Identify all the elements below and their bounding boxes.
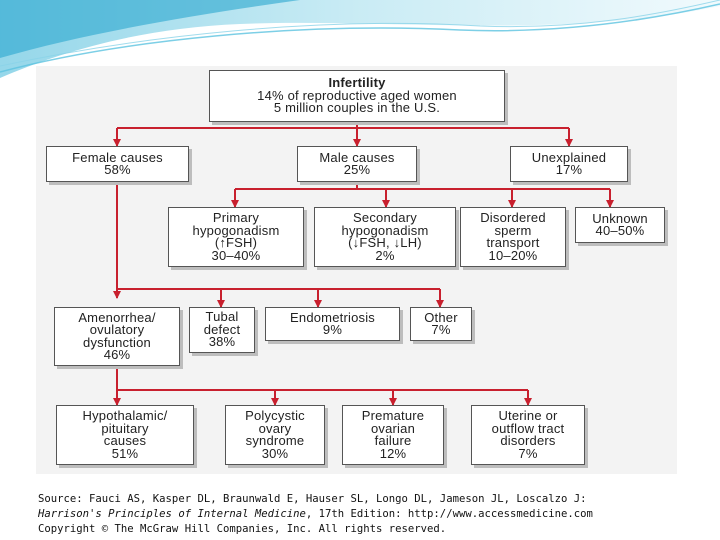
node-line: Premature [361,408,425,423]
node-line: Secondary [353,210,417,225]
node-line: pituitary [101,420,149,436]
node-amenorrhea-ovulatory: Amenorrhea/ ovulatory dysfunction 46% [54,307,180,366]
node-line: Primary [212,210,260,225]
node-tubal-defect: Tubal defect 38% [189,307,255,353]
node-line: transport [486,235,540,250]
node-line: 25% [343,162,371,177]
node-line: Amenorrhea/ [78,309,156,325]
node-line: 46% [103,347,131,362]
node-line: outflow tract [491,420,565,436]
node-line: 30–40% [211,247,261,263]
node-line: 51% [111,445,139,461]
node-primary-hypogonadism: Primary hypogonadism (↑FSH) 30–40% [168,207,304,267]
source-line-2: Harrison's Principles of Internal Medici… [38,507,718,522]
node-line: Unexplained [531,149,607,165]
node-line: 12% [379,445,407,461]
node-line: Endometriosis [290,309,375,325]
node-line: Disordered [480,210,546,225]
node-line: hypogonadism [192,222,280,238]
node-line: 2% [375,247,395,263]
node-line: 58% [104,162,131,177]
node-line: failure [374,433,412,448]
node-infertility: Infertility 14% of reproductive aged wom… [209,70,505,122]
node-other: Other 7% [410,307,472,341]
node-male-causes: Male causes 25% [297,146,417,182]
source-edition-url: , 17th Edition: http://www.accessmedicin… [305,508,593,520]
node-line: Male causes [319,149,395,165]
source-line-1: Source: Fauci AS, Kasper DL, Braunwald E… [38,493,587,505]
node-line: ovary [258,420,292,436]
node-line: ovulatory [89,322,145,337]
node-uterine-outflow: Uterine or outflow tract disorders 7% [471,405,585,465]
source-book-title: Harrison's Principles of Internal Medici… [38,508,306,520]
node-endometriosis: Endometriosis 9% [265,307,400,341]
node-line: dysfunction [83,334,151,350]
node-line: 14% of reproductive aged women [257,87,457,103]
node-female-causes: Female causes 58% [46,146,189,182]
node-line: Uterine or [498,408,558,423]
node-line: ovarian [370,420,416,436]
node-line: Tubal [205,309,239,325]
node-line: Female causes [72,149,163,165]
node-line: Hypothalamic/ [82,408,168,423]
node-hypothalamic-pituitary: Hypothalamic/ pituitary causes 51% [56,405,194,465]
node-line: causes [103,433,147,448]
node-line: sperm [494,222,532,238]
node-line: 40–50% [595,223,645,238]
node-line: (↑FSH) [214,235,258,250]
node-line: Polycystic [245,408,305,423]
node-line: Other [424,309,458,325]
node-premature-ovarian-failure: Premature ovarian failure 12% [342,405,444,465]
node-title: Infertility [328,75,386,91]
node-line: hypogonadism [341,222,429,238]
node-line: Unknown [592,210,648,226]
node-unexplained: Unexplained 17% [510,146,628,182]
copyright-line: Copyright © The McGraw Hill Companies, I… [38,523,447,535]
node-line: 7% [518,445,538,461]
node-disordered-sperm-transport: Disordered sperm transport 10–20% [460,207,566,267]
node-line: 30% [261,445,289,461]
node-secondary-hypogonadism: Secondary hypogonadism (↓FSH, ↓LH) 2% [314,207,456,267]
node-line: 38% [208,334,236,350]
node-line: 9% [322,322,343,337]
node-line: (↓FSH, ↓LH) [348,235,422,250]
node-line: disorders [500,433,556,448]
header-swoosh [0,0,720,78]
node-unknown: Unknown 40–50% [575,207,665,243]
source-citation: Source: Fauci AS, Kasper DL, Braunwald E… [38,492,718,537]
node-line: syndrome [245,433,305,448]
node-line: 7% [431,322,451,337]
node-line: defect [203,321,241,337]
node-line: 5 million couples in the U.S. [273,100,441,116]
node-polycystic-ovary: Polycystic ovary syndrome 30% [225,405,325,465]
node-line: 10–20% [488,247,538,263]
node-line: 17% [555,162,583,177]
